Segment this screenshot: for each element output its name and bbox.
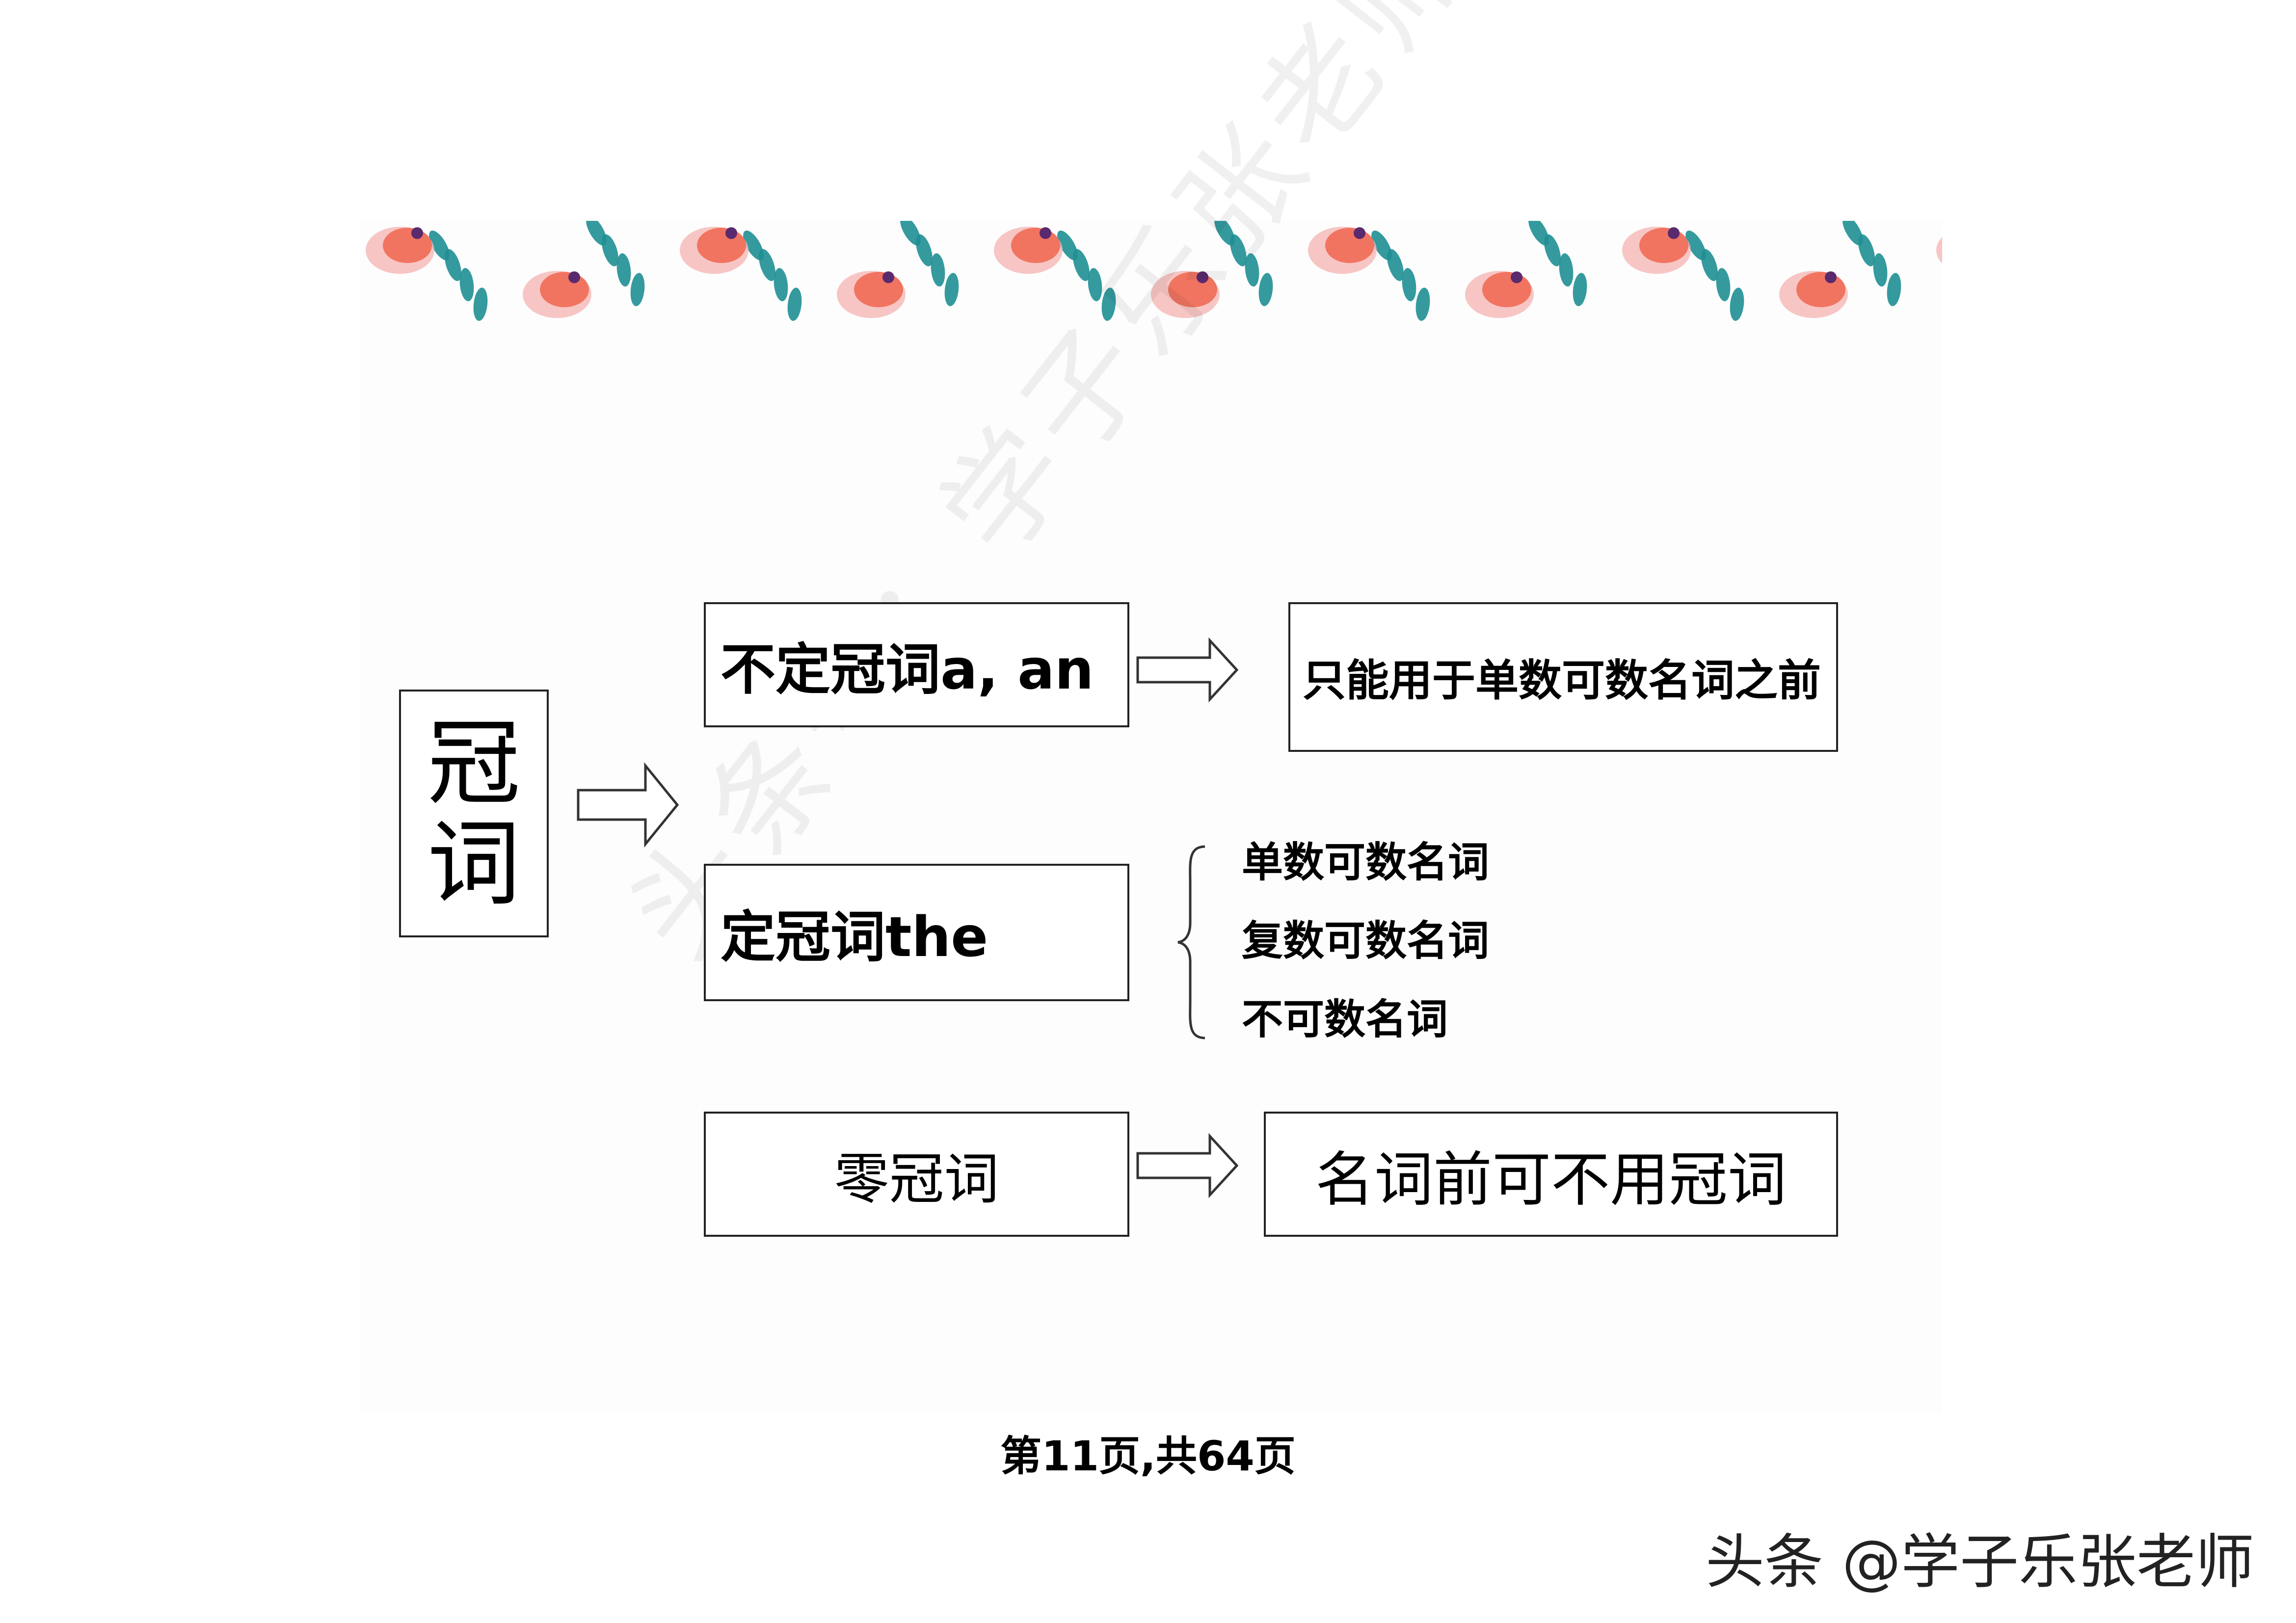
leaf-icon bbox=[743, 230, 764, 261]
leaf-icon bbox=[1573, 273, 1587, 306]
leaf-icon bbox=[602, 234, 618, 266]
flower-icon bbox=[540, 272, 589, 307]
main-label-char-1: 冠 bbox=[427, 709, 521, 818]
flower-center-icon bbox=[1040, 227, 1051, 239]
leaf-icon bbox=[1245, 253, 1259, 287]
arrow-right-icon bbox=[1136, 637, 1239, 703]
curly-brace-icon bbox=[1177, 845, 1205, 1039]
leaf-icon bbox=[787, 288, 802, 321]
definite-item-3: 不可数名词 bbox=[1242, 995, 1448, 1043]
flower-center-icon bbox=[1197, 271, 1208, 283]
flower-petal-icon bbox=[1936, 237, 1942, 264]
flower-center-icon bbox=[568, 271, 580, 283]
leaf-icon bbox=[1887, 273, 1901, 306]
definite-item-2: 复数可数名词 bbox=[1242, 917, 1490, 965]
leaf-icon bbox=[459, 268, 474, 301]
leaf-icon bbox=[1685, 230, 1706, 261]
indefinite-article-desc: 只能用于单数可数名词之前 bbox=[1303, 655, 1821, 706]
leaf-icon bbox=[1716, 268, 1731, 301]
leaf-icon bbox=[1088, 268, 1102, 301]
zero-article-label: 零冠词 bbox=[834, 1147, 999, 1211]
floral-banner bbox=[366, 221, 1942, 321]
definite-article-label: 定冠词the bbox=[721, 905, 988, 969]
leaf-icon bbox=[1258, 273, 1273, 306]
leaf-icon bbox=[1214, 221, 1235, 246]
leaf-icon bbox=[1701, 249, 1718, 281]
leaf-icon bbox=[1230, 234, 1247, 266]
leaf-icon bbox=[429, 230, 450, 261]
flower-icon bbox=[1325, 228, 1374, 263]
flower-icon bbox=[1482, 272, 1531, 307]
flower-center-icon bbox=[1668, 227, 1680, 239]
indefinite-article-label: 不定冠词a, an bbox=[721, 638, 1094, 702]
leaf-icon bbox=[900, 221, 921, 246]
leaf-icon bbox=[1873, 253, 1888, 287]
source-credit: 头条 @学子乐张老师 bbox=[1705, 1528, 2254, 1596]
leaf-icon bbox=[1073, 249, 1090, 281]
main-label-char-2: 词 bbox=[427, 809, 521, 918]
leaf-icon bbox=[1057, 230, 1078, 261]
flower-center-icon bbox=[1354, 227, 1365, 239]
flower-center-icon bbox=[411, 227, 423, 239]
flower-icon bbox=[1011, 228, 1060, 263]
leaf-icon bbox=[1371, 230, 1392, 261]
leaf-icon bbox=[916, 234, 933, 266]
leaf-icon bbox=[616, 253, 631, 287]
leaf-icon bbox=[1528, 221, 1549, 246]
leaf-icon bbox=[774, 268, 788, 301]
definite-item-1: 单数可数名词 bbox=[1242, 838, 1490, 886]
indefinite-article-desc-box: 只能用于单数可数名词之前 bbox=[1288, 602, 1838, 752]
flower-icon bbox=[1796, 272, 1845, 307]
arrow-right-icon bbox=[577, 762, 679, 848]
leaf-icon bbox=[1858, 234, 1875, 266]
leaf-icon bbox=[931, 253, 945, 287]
articles-root-box: 冠 词 bbox=[399, 690, 549, 937]
leaf-icon bbox=[1544, 234, 1561, 266]
leaf-icon bbox=[1101, 288, 1116, 321]
flower-center-icon bbox=[1511, 271, 1522, 283]
leaf-icon bbox=[445, 249, 461, 281]
indefinite-article-box: 不定冠词a, an bbox=[704, 602, 1129, 727]
leaf-icon bbox=[1415, 288, 1430, 321]
definite-article-box: 定冠词the bbox=[704, 864, 1129, 1001]
flower-icon bbox=[854, 272, 903, 307]
zero-article-desc-box: 名词前可不用冠词 bbox=[1264, 1112, 1838, 1237]
flower-icon bbox=[383, 228, 432, 263]
flower-center-icon bbox=[882, 271, 894, 283]
zero-article-desc: 名词前可不用冠词 bbox=[1315, 1145, 1787, 1214]
flower-center-icon bbox=[1825, 271, 1837, 283]
arrow-right-icon bbox=[1136, 1133, 1239, 1198]
flower-icon bbox=[697, 228, 746, 263]
leaf-icon bbox=[1559, 253, 1574, 287]
leaf-icon bbox=[630, 273, 645, 306]
leaf-icon bbox=[473, 288, 488, 321]
leaf-icon bbox=[1402, 268, 1416, 301]
leaf-icon bbox=[1842, 221, 1863, 246]
leaf-icon bbox=[759, 249, 775, 281]
leaf-icon bbox=[1730, 288, 1744, 321]
leaf-icon bbox=[944, 273, 959, 306]
flower-icon bbox=[1639, 228, 1688, 263]
page-indicator: 第11页,共64页 bbox=[1000, 1432, 1296, 1480]
flower-center-icon bbox=[725, 227, 737, 239]
leaf-icon bbox=[1387, 249, 1404, 281]
flower-icon bbox=[1168, 272, 1217, 307]
leaf-icon bbox=[586, 221, 607, 246]
zero-article-box: 零冠词 bbox=[704, 1112, 1129, 1237]
